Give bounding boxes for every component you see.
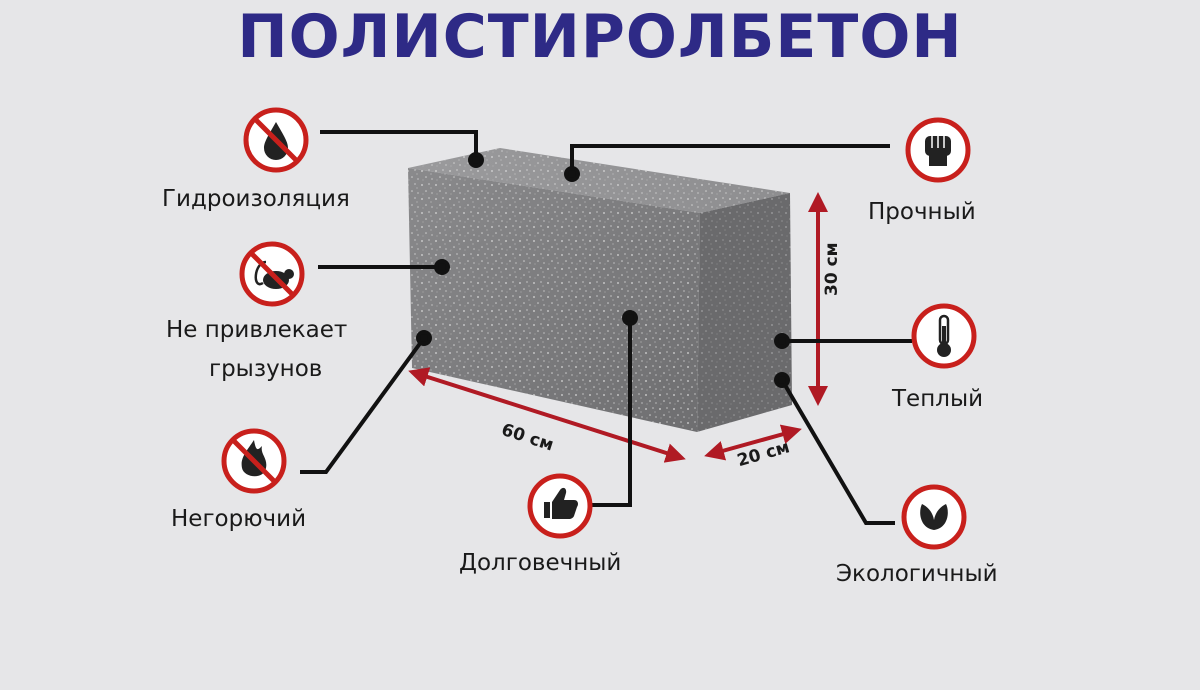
no-fire-icon xyxy=(221,428,287,494)
leader-strong xyxy=(570,144,890,174)
label-waterproof: Гидроизоляция xyxy=(162,186,350,212)
dimension-height-label: 30 см xyxy=(822,242,842,296)
fist-icon xyxy=(905,117,971,183)
page-title: ПОЛИСТИРОЛБЕТОН xyxy=(237,2,963,72)
concrete-block xyxy=(408,148,792,432)
label-non-flammable: Негорючий xyxy=(171,506,307,532)
width-dimension-arrow xyxy=(704,424,802,461)
leader-lines xyxy=(300,130,912,525)
length-dimension-arrow xyxy=(408,367,686,463)
label-no-rodents-line2: грызунов xyxy=(209,356,323,382)
label-no-rodents-line1: Не привлекает xyxy=(166,317,348,343)
leader-fire xyxy=(300,336,426,474)
leader-durable xyxy=(574,318,632,507)
label-ecological: Экологичный xyxy=(836,561,998,587)
no-water-drop-icon xyxy=(243,107,309,173)
leader-waterproof xyxy=(320,130,478,160)
no-rodent-icon xyxy=(239,241,305,307)
thumbs-up-icon xyxy=(527,473,593,539)
thermometer-icon xyxy=(911,303,977,369)
leaf-icon xyxy=(901,484,967,550)
label-warm: Теплый xyxy=(892,386,984,412)
leader-eco xyxy=(780,378,895,525)
label-durable: Долговечный xyxy=(459,550,622,576)
label-strong: Прочный xyxy=(868,199,976,225)
